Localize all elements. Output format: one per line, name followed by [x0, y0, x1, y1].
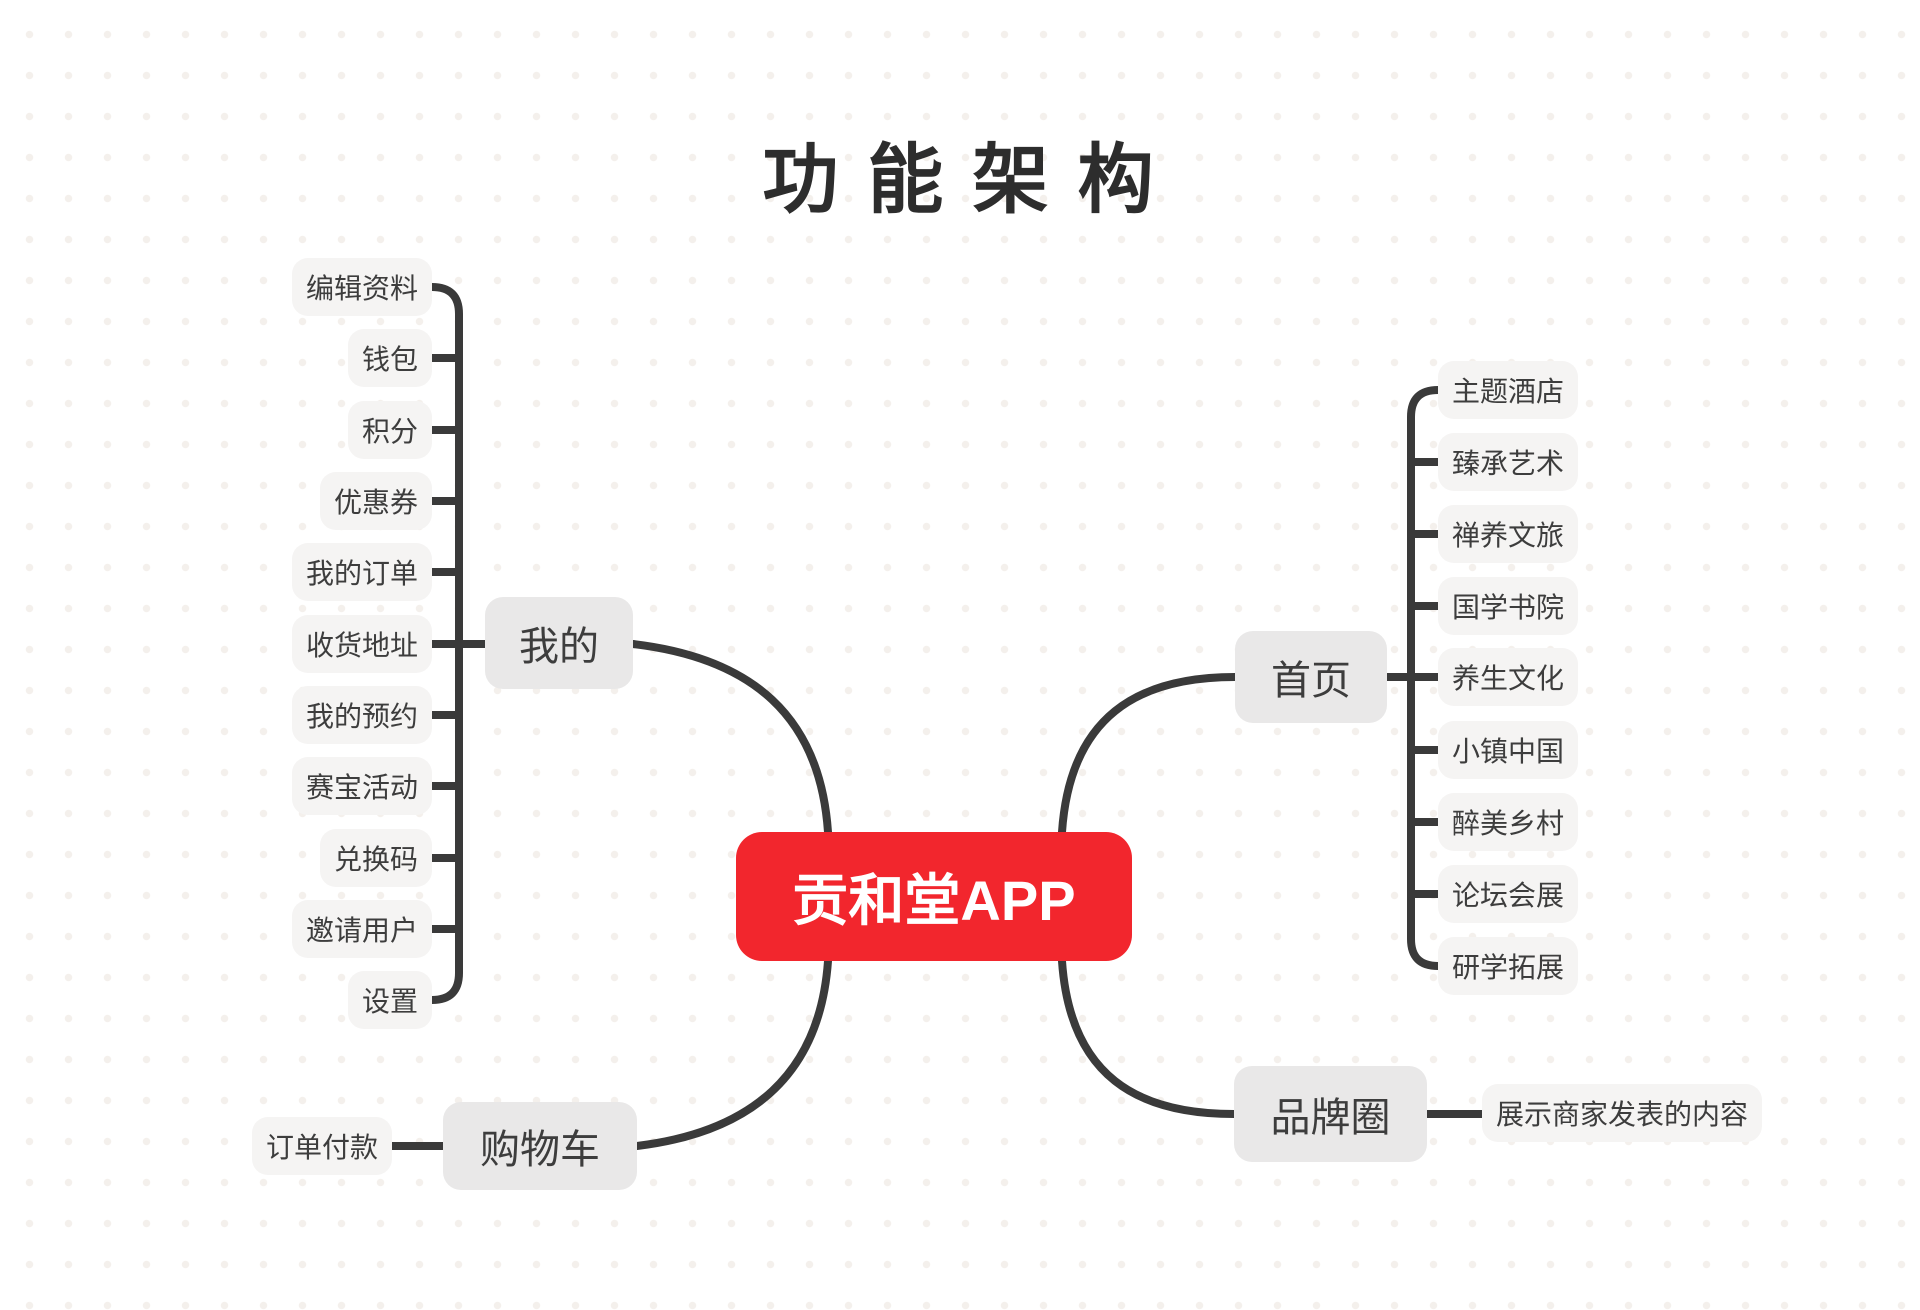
leaf-node[interactable]: 订单付款 [251, 1117, 392, 1175]
leaf-node[interactable]: 编辑资料 [291, 258, 432, 316]
leaf-node[interactable]: 养生文化 [1438, 648, 1579, 706]
leaf-node[interactable]: 钱包 [347, 329, 432, 387]
leaf-node[interactable]: 展示商家发表的内容 [1482, 1084, 1763, 1142]
connector-center-to-brand [1058, 957, 1238, 1118]
branch-node-brand-circle[interactable]: 品牌圈 [1234, 1066, 1427, 1162]
connector-center-to-home [1058, 673, 1239, 836]
leaf-node[interactable]: 研学拓展 [1438, 937, 1579, 995]
leaf-node[interactable]: 兑换码 [319, 829, 432, 887]
leaf-node[interactable]: 我的订单 [291, 543, 432, 601]
leaf-node[interactable]: 论坛会展 [1438, 865, 1579, 923]
leaf-node[interactable]: 积分 [347, 401, 432, 459]
connector-center-to-my [629, 640, 832, 836]
center-node[interactable]: 贡和堂APP [736, 832, 1132, 961]
leaf-node[interactable]: 收货地址 [291, 615, 432, 673]
page-title: 功 能 架 构 [762, 138, 1158, 223]
leaf-node[interactable]: 禅养文旅 [1438, 505, 1579, 563]
leaf-node[interactable]: 我的预约 [291, 686, 432, 744]
branch-node-shopping-cart[interactable]: 购物车 [443, 1102, 637, 1190]
leaf-node[interactable]: 醉美乡村 [1438, 793, 1579, 851]
leaf-node[interactable]: 小镇中国 [1438, 721, 1579, 779]
branch-node-my[interactable]: 我的 [485, 597, 633, 689]
leaf-node[interactable]: 国学书院 [1438, 577, 1579, 635]
leaf-node[interactable]: 邀请用户 [291, 900, 432, 958]
leaf-node[interactable]: 优惠券 [319, 472, 432, 530]
connector-center-to-cart [633, 957, 832, 1150]
leaf-node[interactable]: 主题酒店 [1438, 361, 1579, 419]
leaf-node[interactable]: 设置 [347, 971, 432, 1029]
leaf-node[interactable]: 赛宝活动 [291, 757, 432, 815]
branch-node-home[interactable]: 首页 [1235, 631, 1387, 723]
leaf-node[interactable]: 臻承艺术 [1438, 433, 1579, 491]
